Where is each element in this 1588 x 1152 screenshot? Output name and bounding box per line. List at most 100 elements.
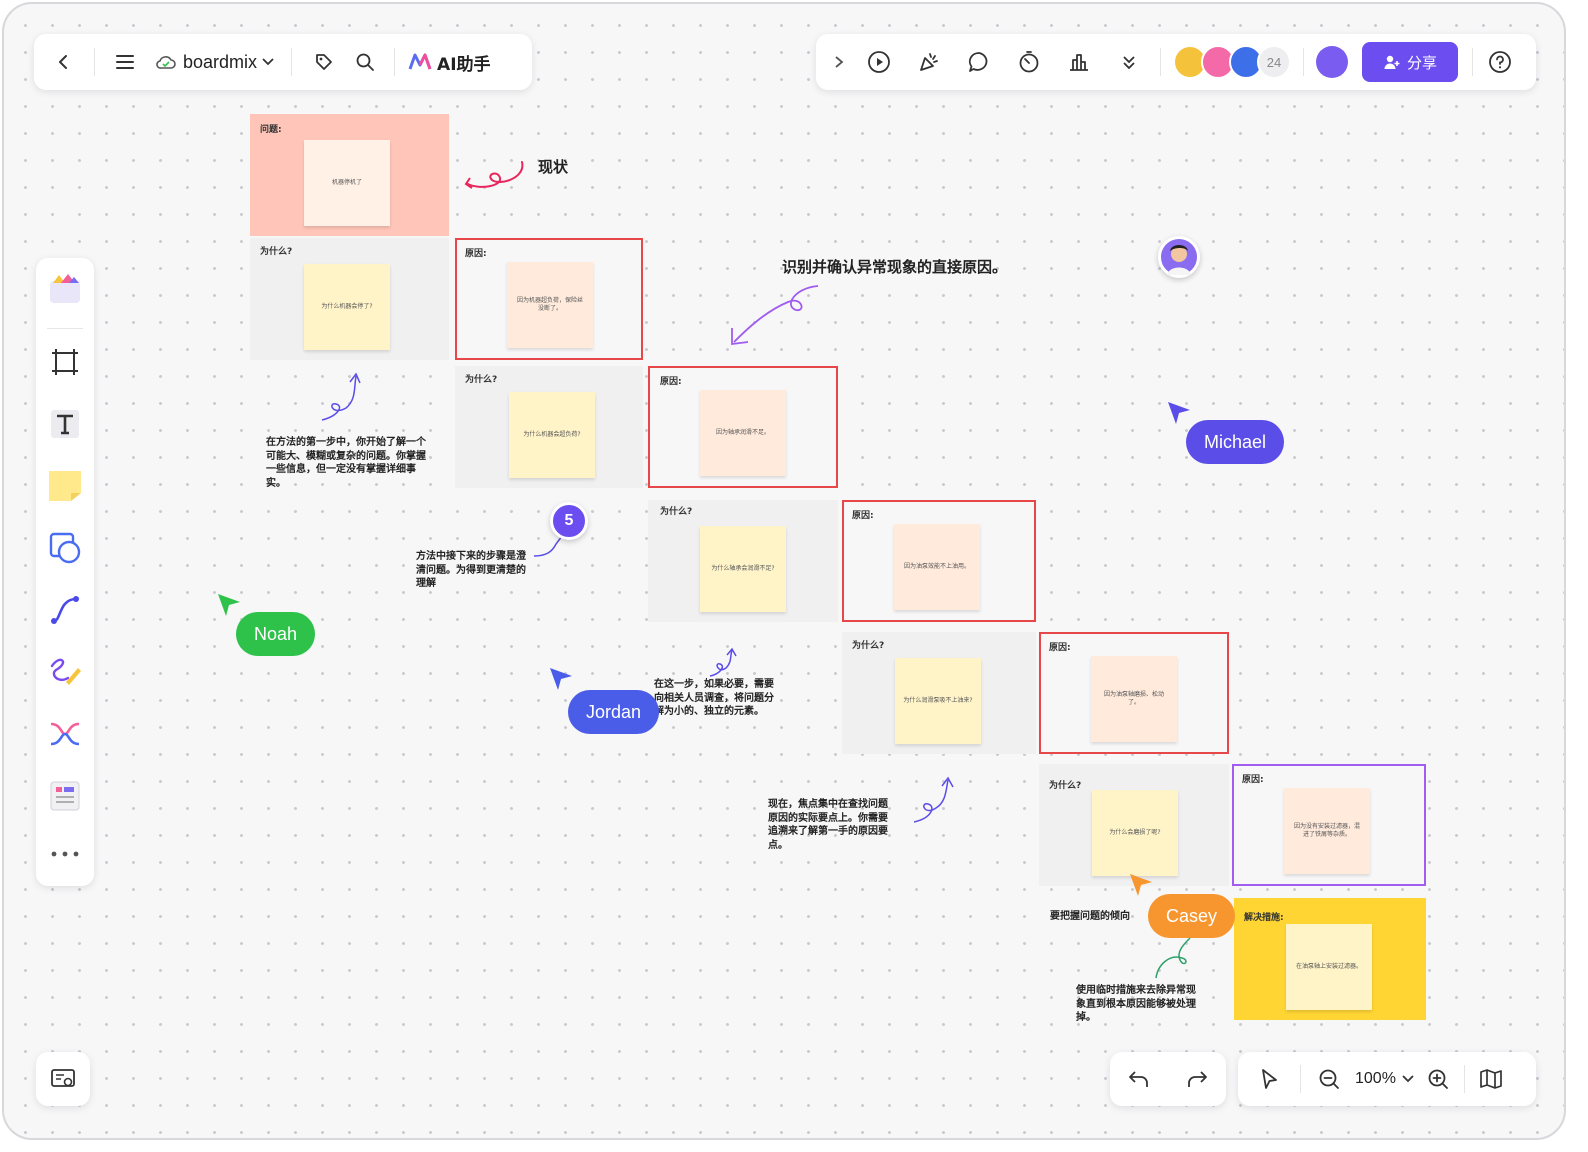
problem-sticky-note[interactable]: 机器停机了 [304,140,390,226]
shape-icon [49,532,81,564]
cause-sticky-3[interactable]: 因为油泵效能不上油用。 [894,524,980,610]
share-button[interactable]: 分享 [1362,42,1458,82]
connector-tool[interactable] [42,587,88,633]
pen-tool[interactable] [42,649,88,695]
comment-badge-number: 5 [564,512,574,529]
frame-icon [52,349,78,375]
board-settings-button[interactable] [36,1052,90,1106]
step6-arrow [1155,937,1191,979]
mindmap-tool[interactable] [42,711,88,757]
cursor-noah-label: Noah [236,612,316,656]
cause-sticky-5[interactable]: 因为没有安装过滤器，混进了铁屑等杂质。 [1284,788,1370,874]
cause-sticky-4[interactable]: 因为油泵轴磨损、松动了。 [1091,656,1177,742]
why-label-2: 为什么? [465,375,498,385]
frame-tool[interactable] [42,339,88,385]
status-label: 现状 [538,158,569,176]
double-chevron-down-icon[interactable] [1104,54,1154,70]
chevron-down-icon[interactable] [1396,1075,1420,1083]
board-settings-icon [51,1069,75,1087]
map-icon[interactable] [1475,1069,1507,1089]
ai-logo-icon [407,53,433,71]
why-sticky-3[interactable]: 为什么轴承会润滑不足? [700,526,786,612]
text-icon [51,410,79,438]
cloud-icon [151,54,181,70]
connector-icon [51,596,79,624]
cause-sticky-2[interactable]: 因为轴承润滑不足。 [700,390,786,476]
cause-label-5: 原因: [1242,775,1264,785]
chevron-down-icon[interactable] [257,58,279,66]
text-tool[interactable] [42,401,88,447]
doc-name[interactable]: boardmix [183,51,258,72]
step3-arrow [709,647,737,677]
share-label: 分享 [1406,53,1437,72]
top-right-toolbar: 24 分享 [816,34,1536,90]
solution-sticky[interactable]: 在油泵轴上安装过滤器。 [1286,924,1372,1010]
divider [394,48,396,76]
cause-label-1: 原因: [465,249,487,259]
cursor-casey-label: Casey [1148,894,1236,938]
divider [1303,48,1304,76]
goal-arrow [731,285,819,346]
mindmap-icon [50,722,80,746]
why-sticky-2[interactable]: 为什么机器会超负荷? [509,392,595,478]
sticky-note-icon [49,471,81,501]
cause-cell-5[interactable] [1232,764,1426,886]
divider [1472,48,1473,76]
problem-label: 问题: [260,125,282,135]
divider [1463,1065,1465,1093]
cursor-jordan-label: Jordan [568,690,660,734]
vote-icon[interactable] [1054,50,1104,74]
step1-note: 在方法的第一步中，你开始了解一个可能大、模糊或复杂的问题。你掌握一些信息，但一定… [266,437,426,489]
why-sticky-1[interactable]: 为什么机器会停了? [304,264,390,350]
status-squiggle [464,161,524,189]
why-label-4: 为什么? [852,641,885,651]
select-pointer-icon[interactable] [1248,1068,1290,1090]
why-sticky-5[interactable]: 为什么会磨损了呢? [1092,790,1178,876]
chevron-right-icon[interactable] [828,55,850,69]
step6-note: 使用临时措施来去除异常现象直到根本原因能够被处理掉。 [1076,985,1196,1023]
sticky-note-tool[interactable] [42,463,88,509]
person-face-icon [1167,245,1191,275]
more-widgets-tool[interactable] [42,773,88,819]
solution-label: 解决措施: [1244,913,1284,923]
cause-sticky-1[interactable]: 因为机器超负荷，保险丝没断了。 [507,262,593,348]
pen-icon [50,658,81,685]
cause-label-3: 原因: [852,511,874,521]
tag-icon[interactable] [306,52,342,72]
undo-icon[interactable] [1128,1069,1150,1089]
divider [291,48,293,76]
zoom-out-icon[interactable] [1311,1068,1347,1090]
cause-label-4: 原因: [1049,643,1071,653]
whiteboard-canvas[interactable]: boardmix AI助手 [2,2,1566,1140]
cursor-casey-pointer [1130,874,1152,896]
menu-icon[interactable] [105,54,145,70]
play-icon[interactable] [854,50,904,74]
why-label-5: 为什么? [1049,781,1082,791]
redo-icon[interactable] [1186,1069,1208,1089]
divider [47,328,83,329]
zoom-toolbar: 100% [1238,1052,1536,1106]
top-left-toolbar: boardmix AI助手 [34,34,532,90]
cause-label-2: 原因: [660,377,682,387]
search-icon[interactable] [342,52,388,72]
shape-tool[interactable] [42,525,88,571]
collaborator-avatar-on-board[interactable] [1158,236,1200,278]
ai-assistant-button[interactable]: AI助手 [437,54,491,75]
more-tools-button[interactable] [42,831,88,877]
current-user-avatar[interactable] [1316,46,1348,78]
timer-icon[interactable] [1004,50,1054,74]
templates-icon [50,274,80,303]
comment-badge[interactable]: 5 [550,502,588,540]
comment-icon[interactable] [954,50,1004,74]
cursor-michael-pointer [1168,402,1190,424]
why-sticky-4[interactable]: 为什么润滑泵吸不上油来? [895,658,981,744]
celebrate-icon[interactable] [904,50,954,74]
back-icon[interactable] [44,53,84,71]
step1-arrow [321,372,361,421]
collaborator-avatars[interactable]: 24 [1173,45,1291,79]
zoom-in-icon[interactable] [1420,1068,1456,1090]
zoom-level[interactable]: 100% [1355,1070,1396,1087]
cursor-noah-pointer [218,594,240,616]
help-icon[interactable] [1487,50,1513,74]
templates-tool[interactable] [42,266,88,312]
